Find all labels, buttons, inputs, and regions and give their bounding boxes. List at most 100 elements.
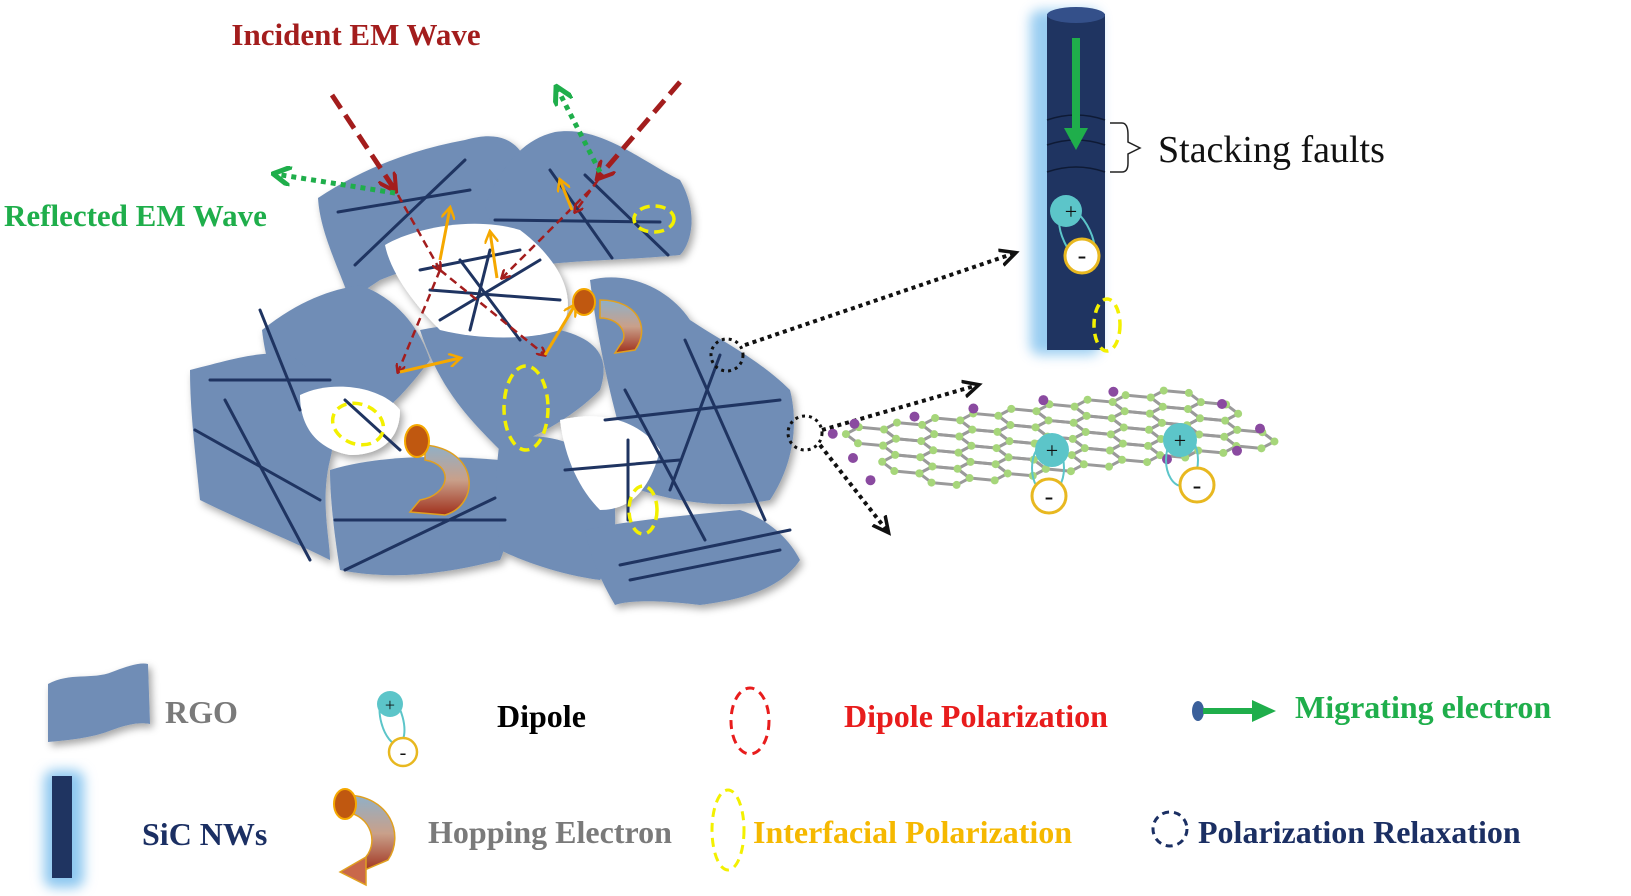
carbon-atom: [994, 411, 1003, 420]
multiple-reflection-arrows: [399, 180, 575, 374]
carbon-atom: [880, 425, 889, 434]
functional-group-atom: [968, 403, 979, 414]
c-c-bond: [1163, 389, 1189, 395]
c-c-bond: [1087, 398, 1113, 404]
c-c-bond: [895, 437, 922, 443]
carbon-atom: [853, 439, 862, 448]
legend-label-rgo: RGO: [165, 694, 238, 730]
stacking-faults-label: Stacking faults: [1158, 129, 1385, 171]
carbon-atom: [990, 476, 999, 485]
carbon-atom: [1157, 435, 1166, 444]
dipole-plus-sign: +: [1046, 438, 1058, 463]
legend-label-polarization-relaxation: Polarization Relaxation: [1198, 814, 1521, 850]
carbon-atom: [1083, 395, 1092, 404]
c-c-bond: [1199, 416, 1226, 423]
pore: [300, 386, 400, 455]
c-c-bond: [969, 476, 995, 482]
carbon-atom: [1143, 458, 1152, 467]
graphene-dipole: [1030, 433, 1069, 515]
rgo-sheet: [420, 322, 604, 450]
c-c-bond: [934, 432, 960, 438]
graphene-dipole: [1163, 423, 1216, 504]
zoom-callout-arrows: [744, 253, 1015, 532]
carbon-atom: [967, 441, 976, 450]
carbon-atom: [954, 448, 963, 457]
c-c-bond: [1198, 449, 1224, 455]
carbon-atom: [930, 430, 939, 439]
rgo-sheet: [318, 136, 530, 300]
c-c-bond: [1009, 439, 1035, 445]
graphene-lattice-detail: [827, 386, 1279, 489]
anion-icon: [1030, 477, 1068, 515]
rgo-sheet: [190, 353, 334, 560]
incident-em-wave-label: Incident EM Wave: [231, 17, 480, 52]
carbon-atom: [931, 414, 940, 423]
carbon-atom: [966, 457, 975, 466]
c-c-bond: [1084, 446, 1111, 452]
legend-label-hopping-electron: Hopping Electron: [428, 814, 672, 850]
carbon-atom: [929, 446, 938, 455]
carbon-atom: [1196, 414, 1205, 423]
carbon-atom: [1068, 434, 1077, 443]
dipole-minus-sign: -: [400, 742, 407, 764]
rgo-sheet: [485, 131, 692, 265]
c-c-bond: [1236, 444, 1262, 450]
c-c-bond: [1086, 414, 1112, 420]
carbon-atom: [892, 434, 901, 443]
c-c-bond: [970, 460, 996, 466]
dipole-minus-sign: -: [1045, 482, 1054, 511]
carbon-atom: [928, 462, 937, 471]
interfacial-polarization-legend-icon: [710, 788, 746, 872]
rgo-composite-cluster: [190, 131, 800, 605]
carbon-atom: [916, 453, 925, 462]
carbon-atom: [1157, 418, 1166, 427]
carbon-atom: [879, 441, 888, 450]
functional-group-atom: [848, 453, 858, 463]
dipole-plus-sign: +: [1065, 199, 1077, 224]
carbon-atom: [1066, 467, 1075, 476]
cation-icon: [1035, 433, 1069, 467]
rgo-sheet: [330, 457, 508, 576]
c-c-bond: [1162, 405, 1189, 411]
carbon-atom: [1118, 455, 1127, 464]
c-c-bond: [931, 481, 957, 487]
carbon-atom: [956, 416, 965, 425]
sic-nanowire-detail: [1030, 7, 1122, 355]
carbon-atom: [1003, 469, 1012, 478]
carbon-atom: [965, 474, 974, 483]
carbon-atom: [1031, 423, 1040, 432]
anion-icon: [1178, 466, 1216, 504]
functional-group-atom: [909, 411, 920, 422]
legend-label-dipole-polarization: Dipole Polarization: [844, 698, 1108, 734]
dipole-plus-sign: +: [1174, 428, 1186, 453]
c-c-bond: [933, 448, 959, 455]
carbon-atom: [1070, 402, 1079, 411]
stacking-faults-bracket: [1110, 122, 1142, 173]
dipole-minus-sign: -: [1193, 471, 1202, 500]
carbon-atom: [1233, 425, 1242, 434]
carbon-atom: [1107, 414, 1116, 423]
incident-em-wave-arrows: [329, 80, 682, 372]
carbon-atom: [1032, 407, 1041, 416]
carbon-atom: [918, 420, 927, 429]
carbon-atom: [1257, 444, 1266, 453]
c-c-bond: [1083, 462, 1110, 469]
polarization-relaxation-markers: [709, 337, 824, 452]
c-c-bond: [1122, 442, 1149, 448]
carbon-atom: [1196, 398, 1205, 407]
migrating-electron-legend-dot: [1192, 701, 1204, 721]
carbon-atom: [927, 478, 936, 487]
c-c-bond: [1007, 471, 1033, 478]
carbon-atom: [968, 425, 977, 434]
c-c-bond: [1010, 423, 1036, 429]
functional-group-atom: [827, 428, 838, 439]
c-c-bond: [1124, 409, 1150, 416]
c-c-bond: [1045, 467, 1072, 473]
functional-group-atom: [1232, 445, 1242, 456]
functional-group-atom: [849, 418, 860, 429]
carbon-atom: [915, 469, 924, 478]
dipole-legend-cation-icon: [377, 691, 403, 717]
carbon-atom: [1106, 430, 1115, 439]
carbon-atom: [1144, 425, 1153, 434]
c-c-bond: [1048, 418, 1074, 425]
